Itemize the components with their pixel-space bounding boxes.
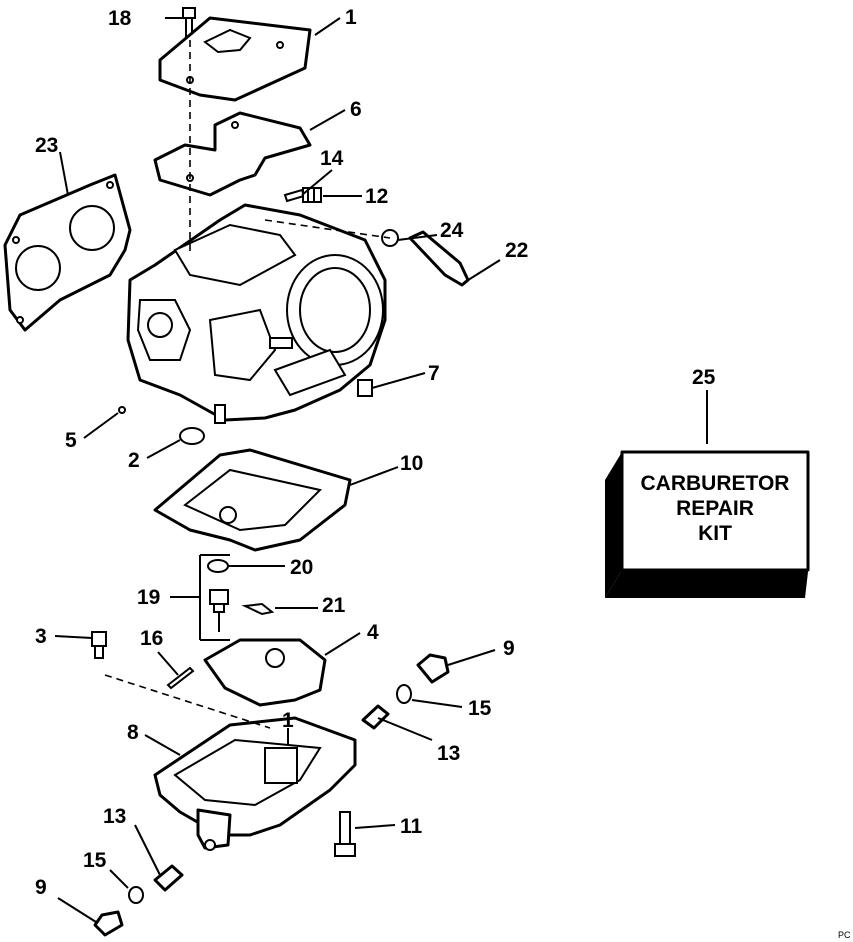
callout-9-left: 9 [35, 876, 47, 899]
corner-mark: PC [838, 930, 851, 940]
part-20-washer [207, 559, 229, 573]
part-8-float-bowl [153, 716, 357, 851]
callout-21: 21 [322, 594, 346, 617]
kit-label-line-1: CARBURETOR [641, 472, 790, 495]
part-4-float [203, 638, 327, 707]
callout-14: 14 [320, 147, 344, 170]
carburetor-body [126, 203, 387, 424]
part-25-repair-kit-box [605, 450, 810, 598]
part-13-jet-left [153, 864, 184, 892]
part-13-jet-right [361, 704, 390, 730]
part-3-screw [91, 631, 107, 659]
part-23-flange-gasket [3, 173, 132, 332]
part-12-spring [302, 187, 322, 203]
kit-label-line-3: KIT [698, 522, 732, 545]
part-9-drain-screw-right [416, 653, 450, 684]
callout-19: 19 [137, 586, 160, 609]
part-11-screw [334, 811, 356, 857]
part-9-drain-screw-left [93, 910, 124, 937]
part-6-gasket [153, 111, 312, 197]
assembly-lines [104, 40, 391, 729]
callout-15-left: 15 [83, 849, 107, 872]
kit-label-line-2: REPAIR [676, 497, 754, 520]
callout-20: 20 [290, 556, 313, 579]
callout-8: 8 [127, 721, 139, 744]
callout-1-top: 1 [345, 6, 357, 29]
callout-13-right: 13 [437, 742, 460, 765]
callout-9-right: 9 [503, 637, 515, 660]
callout-15-right: 15 [468, 697, 492, 720]
callout-labels: 18 1 6 23 14 12 24 22 7 25 5 2 10 20 19 … [35, 6, 716, 899]
callout-6: 6 [350, 98, 362, 121]
part-10-float-bowl-gasket [153, 448, 352, 552]
callout-2: 2 [128, 449, 140, 472]
part-15-washer-left [128, 886, 144, 904]
part-16-float-pin [166, 666, 195, 690]
part-21-clip [241, 602, 275, 616]
callout-18: 18 [108, 7, 132, 30]
callout-4: 4 [367, 621, 379, 644]
callout-13-left: 13 [103, 805, 126, 828]
callout-22: 22 [505, 239, 528, 262]
callout-24: 24 [440, 219, 464, 242]
callout-12: 12 [365, 185, 388, 208]
part-14-pin [283, 188, 306, 203]
part-2-plug [179, 427, 205, 445]
callout-10: 10 [400, 452, 423, 475]
kit-box-label: CARBURETOR REPAIR KIT [641, 472, 790, 545]
callout-1-bowl: 1 [282, 709, 294, 732]
callout-5: 5 [65, 429, 77, 452]
callout-11: 11 [400, 815, 423, 838]
part-1-cover-plate [158, 16, 312, 102]
part-7-spring [357, 379, 373, 397]
callout-25: 25 [692, 366, 716, 389]
part-5-ball [118, 406, 126, 414]
callout-7: 7 [428, 362, 440, 385]
part-15-washer-right [396, 684, 412, 704]
callout-16: 16 [140, 627, 163, 650]
part-19-needle-and-seat [199, 554, 230, 641]
leader-lines [54, 17, 708, 923]
callout-23: 23 [35, 134, 58, 157]
callout-3: 3 [35, 625, 47, 648]
